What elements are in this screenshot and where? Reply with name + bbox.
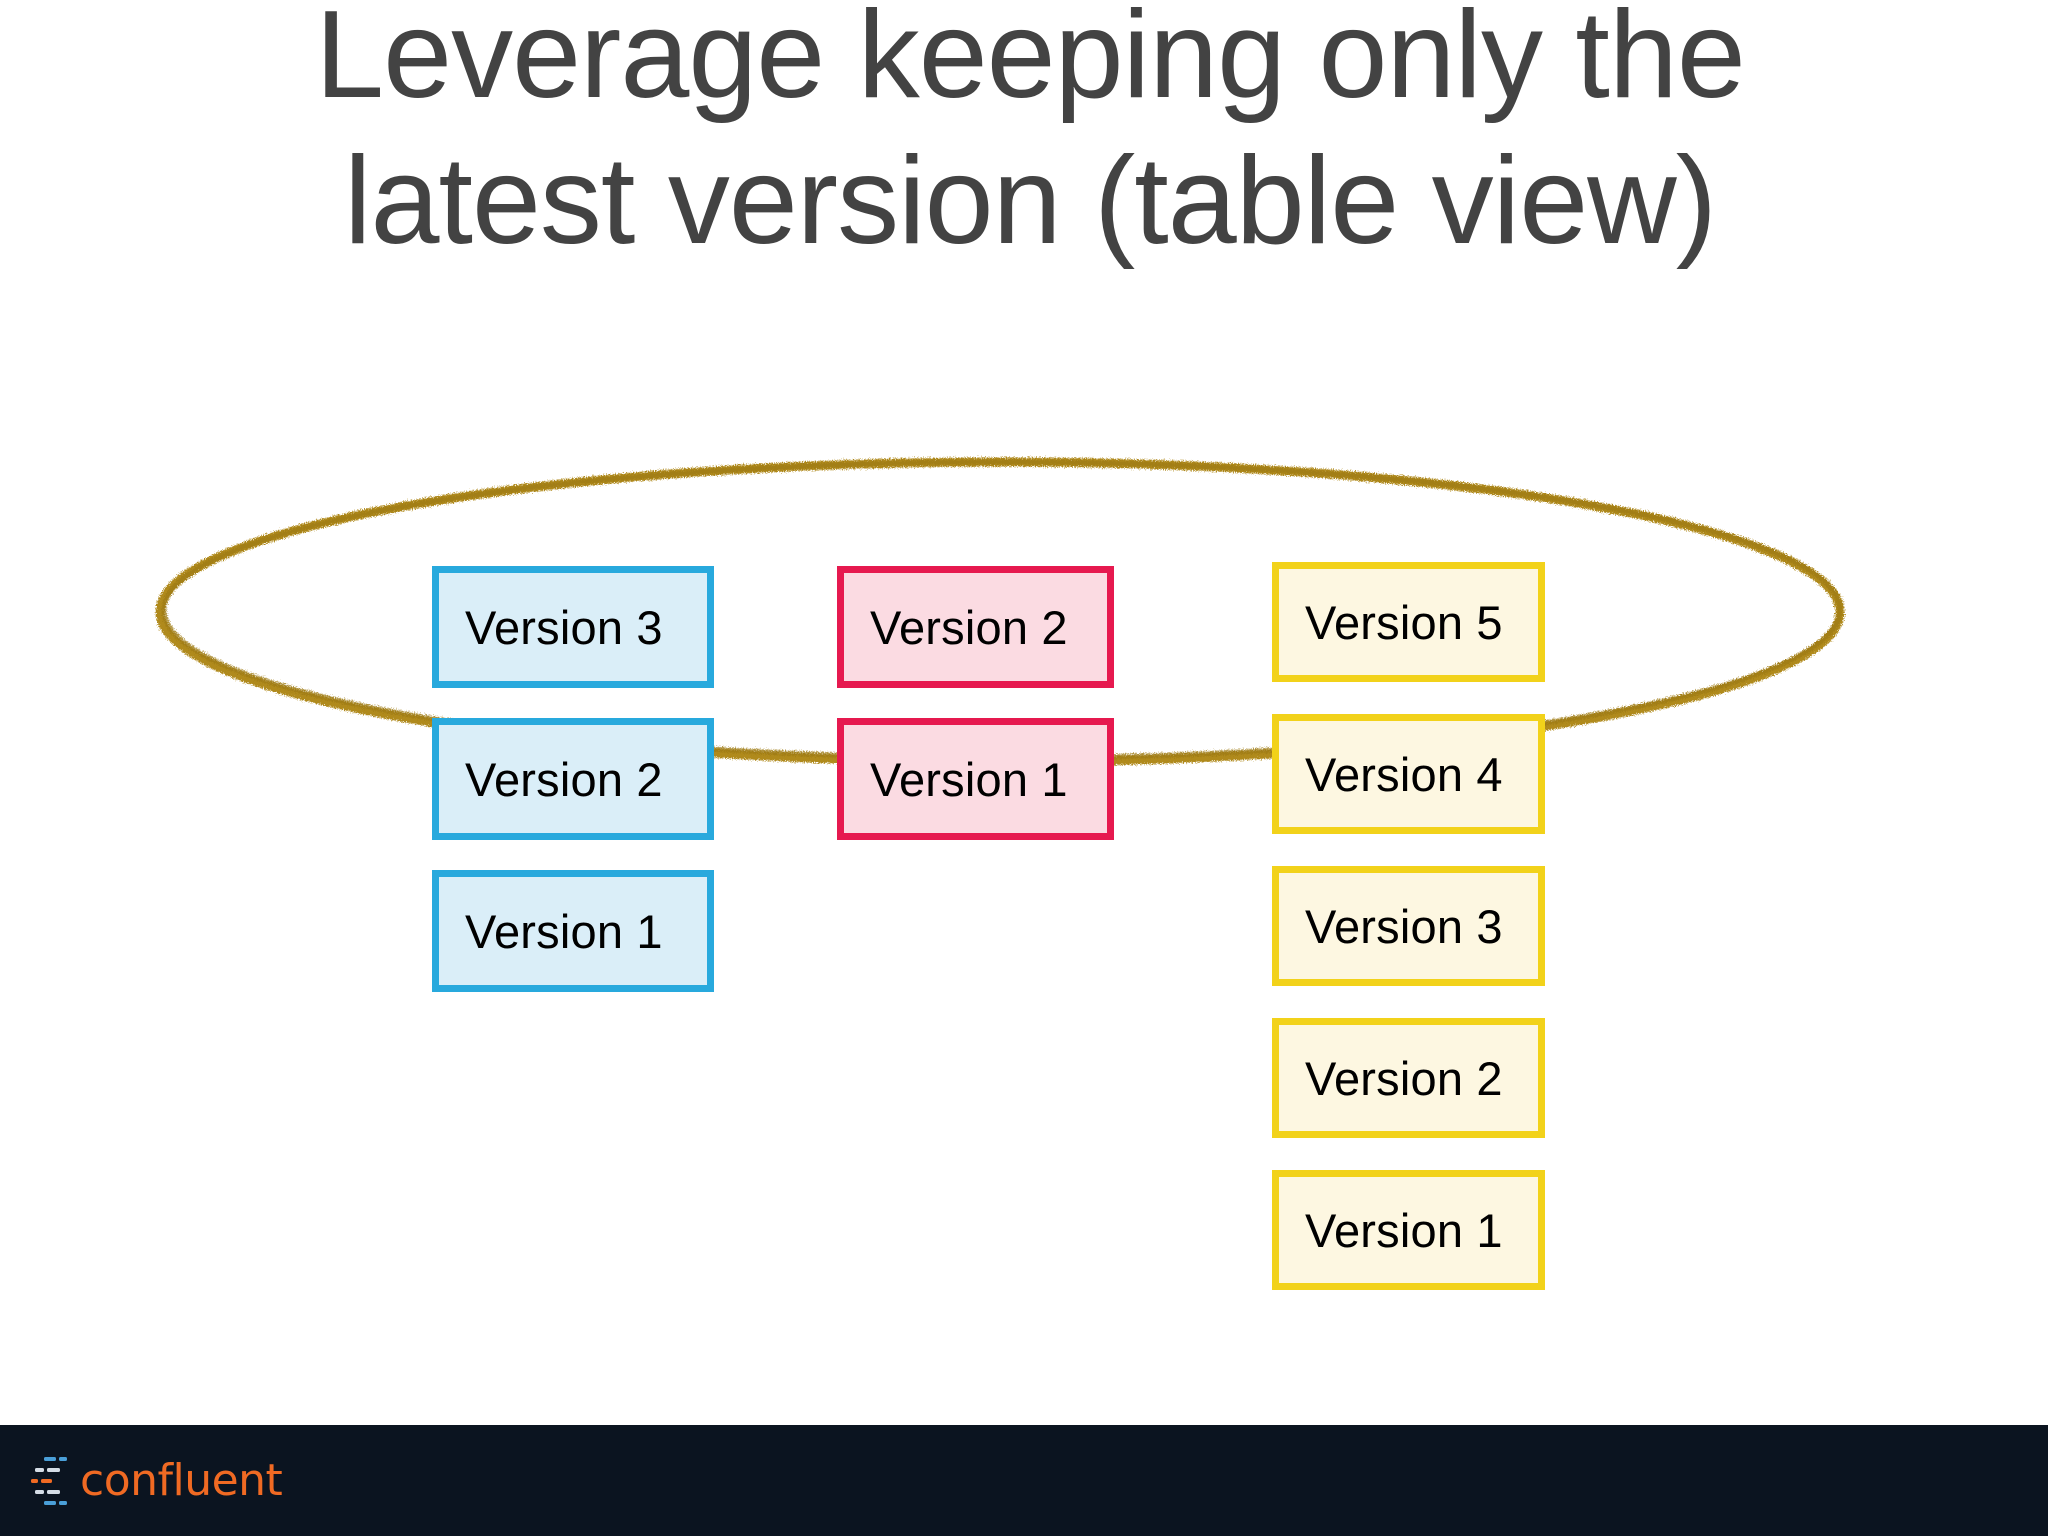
version-box[interactable]: Version 1 — [1272, 1170, 1545, 1290]
confluent-wordmark: confluent — [80, 1454, 283, 1506]
version-box-label: Version 1 — [870, 752, 1068, 806]
footer-bar: confluent — [0, 1425, 2048, 1536]
pink-column: Version 2 Version 1 — [837, 566, 1114, 870]
blue-column: Version 3 Version 2 Version 1 — [432, 566, 714, 1022]
version-box[interactable]: Version 3 — [1272, 866, 1545, 986]
confluent-logo: confluent — [30, 1454, 283, 1507]
page-title: Leverage keeping only the latest version… — [315, 0, 1746, 271]
version-box-label: Version 3 — [1305, 899, 1503, 953]
confluent-dashes-logo-icon — [31, 1456, 67, 1505]
version-box-label: Version 2 — [870, 600, 1068, 654]
version-box-label: Version 5 — [1305, 595, 1503, 649]
version-box-label: Version 2 — [1305, 1051, 1503, 1105]
version-box-label: Version 1 — [1305, 1203, 1503, 1257]
version-box[interactable]: Version 2 — [432, 718, 714, 840]
version-box-label: Version 1 — [465, 904, 663, 958]
version-box-label: Version 4 — [1305, 747, 1503, 801]
version-box[interactable]: Version 4 — [1272, 714, 1545, 834]
version-box[interactable]: Version 2 — [1272, 1018, 1545, 1138]
yellow-column: Version 5 Version 4 Version 3 Version 2 … — [1272, 562, 1545, 1322]
version-box[interactable]: Version 2 — [837, 566, 1114, 688]
version-box[interactable]: Version 1 — [432, 870, 714, 992]
version-box[interactable]: Version 1 — [837, 718, 1114, 840]
version-box[interactable]: Version 5 — [1272, 562, 1545, 682]
version-box-label: Version 3 — [465, 600, 663, 654]
version-box[interactable]: Version 3 — [432, 566, 714, 688]
version-box-label: Version 2 — [465, 752, 663, 806]
